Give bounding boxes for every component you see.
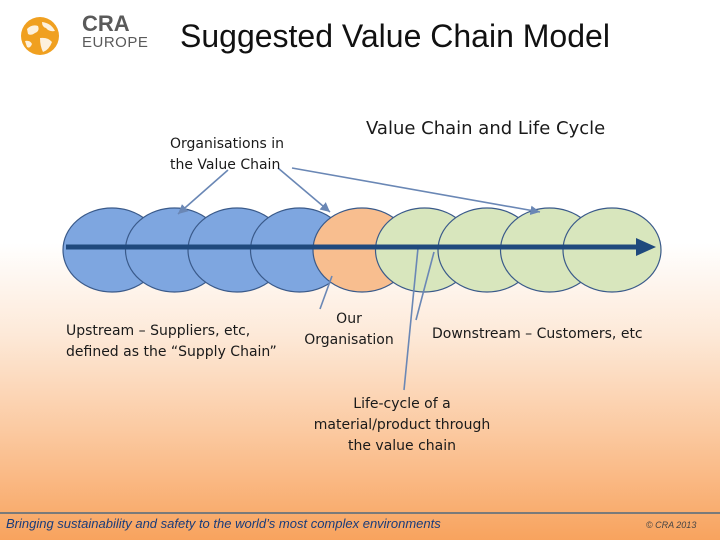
connector-life-cycle bbox=[403, 247, 419, 391]
connector-downstream-label bbox=[415, 251, 435, 321]
label-upstream-line1: Upstream – Suppliers, etc, bbox=[66, 323, 251, 339]
footer-divider bbox=[0, 512, 720, 514]
label-organisations-line2: the Value Chain bbox=[170, 157, 281, 173]
label-lifecycle-line3: the value chain bbox=[347, 438, 457, 454]
connector-to-upstream bbox=[177, 169, 229, 215]
label-life-cycle: Life-cycle of a material/product through… bbox=[296, 394, 508, 457]
footer-copyright: © CRA 2013 bbox=[646, 520, 697, 530]
connector-our-org-label bbox=[319, 275, 333, 310]
label-organisations-in-chain: Organisations in the Value Chain bbox=[170, 134, 284, 176]
logo-text-cra: CRA bbox=[82, 11, 130, 36]
page-title: Suggested Value Chain Model bbox=[180, 18, 610, 54]
label-downstream: Downstream – Customers, etc bbox=[432, 326, 643, 342]
footer-tagline: Bringing sustainability and safety to th… bbox=[6, 516, 441, 531]
logo-text-europe: EUROPE bbox=[82, 34, 149, 51]
chain-arrow-head bbox=[636, 238, 656, 256]
label-our-organisation: Our Organisation bbox=[296, 309, 402, 351]
label-lifecycle-line1: Life-cycle of a bbox=[353, 396, 451, 412]
chain-circles bbox=[62, 207, 662, 293]
label-our-line2: Organisation bbox=[304, 332, 394, 348]
label-upstream-line2: defined as the “Supply Chain” bbox=[66, 344, 277, 360]
downstream-org-circle bbox=[562, 207, 662, 293]
connector-lines bbox=[177, 167, 541, 391]
cra-europe-logo bbox=[21, 17, 59, 55]
label-upstream: Upstream – Suppliers, etc, defined as th… bbox=[66, 321, 277, 363]
label-value-chain-life-cycle: Value Chain and Life Cycle bbox=[366, 118, 606, 139]
connector-to-our-org bbox=[277, 167, 331, 213]
label-organisations-line1: Organisations in bbox=[170, 136, 284, 152]
label-lifecycle-line2: material/product through bbox=[313, 417, 491, 433]
connector-to-downstream bbox=[291, 167, 541, 216]
label-our-line1: Our bbox=[336, 311, 362, 327]
